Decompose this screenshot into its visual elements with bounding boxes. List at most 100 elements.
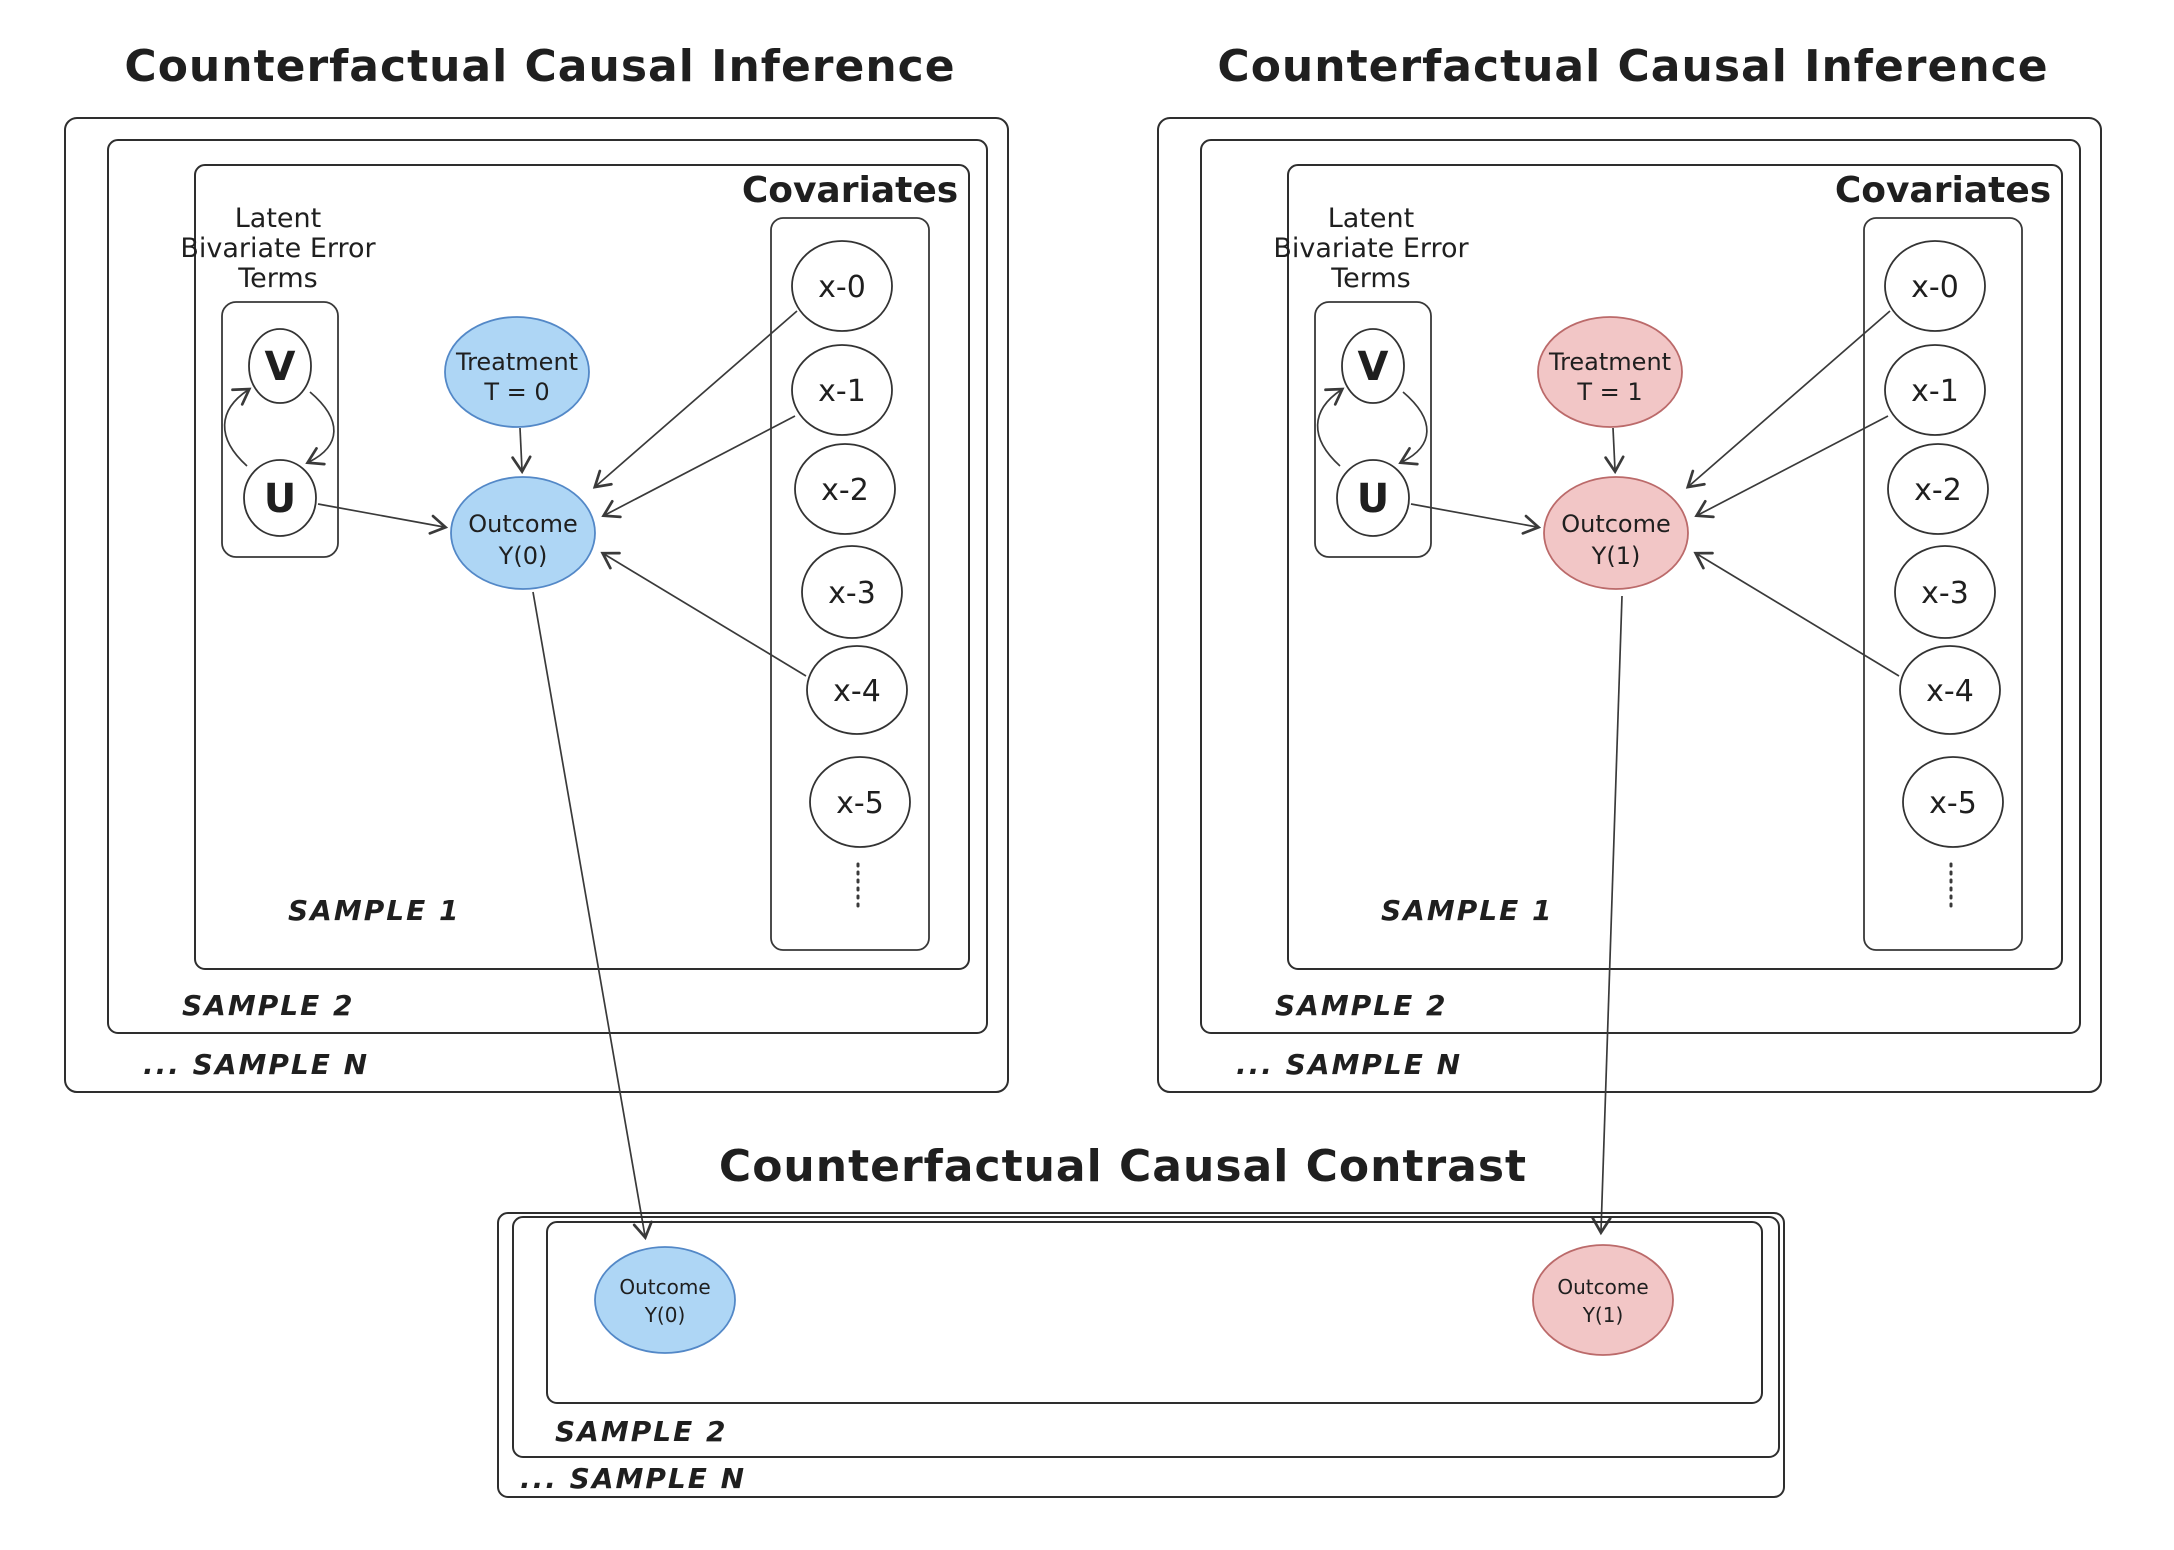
covariates-box: [770, 217, 930, 951]
error-node-v: [1341, 328, 1405, 404]
error-node-u: [1336, 459, 1410, 537]
edge-x4-to-outcome: [1693, 551, 1900, 677]
covariate-node: [1899, 645, 2001, 735]
sample-2-box: [1200, 139, 2081, 1034]
outcome-label-line1: Outcome: [1561, 510, 1671, 538]
treatment-label-line2: T = 0: [483, 378, 549, 406]
latent-label-line2: Bivariate Error: [180, 233, 376, 264]
sample-n-label: ... SAMPLE N: [143, 1048, 369, 1081]
error-node-u-label: U: [264, 476, 296, 522]
latent-label-line3: Terms: [237, 263, 318, 294]
covariate-node: [1894, 545, 1996, 639]
error-node-u-label: U: [1357, 476, 1389, 522]
sample-n-box: [64, 117, 1009, 1093]
panel-treatment-0: Counterfactual Causal Inference SAMPLE 1…: [64, 41, 1009, 1093]
covariate-node: [801, 545, 903, 639]
edge-u-to-v: [1316, 387, 1345, 467]
covariate-node: [809, 756, 911, 848]
covariate-label: x-4: [1926, 674, 1974, 709]
edge-v-to-u: [1398, 391, 1428, 466]
covariate-label: x-4: [833, 674, 881, 709]
covariate-node: [1884, 240, 1986, 332]
edge-u-to-outcome: [1410, 503, 1542, 535]
treatment-node: [1537, 316, 1683, 428]
edge-u-to-outcome: [317, 503, 449, 535]
contrast-outcome-1-line2: Y(1): [1582, 1303, 1624, 1327]
edge-treatment-to-outcome: [1604, 427, 1625, 475]
covariate-node: [794, 443, 896, 535]
covariate-node: [791, 344, 893, 436]
sample-1-label: SAMPLE 1: [1381, 894, 1553, 927]
covariate-label: x-3: [1921, 576, 1969, 611]
sample-n-label: ... SAMPLE N: [520, 1462, 746, 1495]
sample-1-box: [546, 1221, 1763, 1404]
sample-n-box: [1157, 117, 2102, 1093]
outcome-node: [1543, 476, 1689, 590]
sample-n-box: [497, 1212, 1785, 1498]
edge-treatment-to-outcome: [511, 427, 532, 475]
error-node-v: [248, 328, 312, 404]
covariates-box: [1863, 217, 2023, 951]
sample-1-label: SAMPLE 1: [288, 894, 460, 927]
outcome-label-line1: Outcome: [468, 510, 578, 538]
error-node-v-label: V: [1358, 344, 1389, 390]
treatment-label-line1: Treatment: [1548, 348, 1671, 376]
edge-x1-to-outcome: [601, 415, 796, 519]
covariate-node: [1884, 344, 1986, 436]
outcome-label-line2: Y(0): [498, 542, 548, 570]
contrast-outcome-1-line1: Outcome: [1557, 1275, 1648, 1299]
treatment-label-line2: T = 1: [1576, 378, 1642, 406]
covariate-node: [1902, 756, 2004, 848]
sample-1-box: [1287, 164, 2063, 970]
edge-outcome0-to-contrast: [532, 591, 653, 1241]
error-node-v-label: V: [265, 344, 296, 390]
covariate-label: x-1: [1911, 374, 1959, 409]
sample-2-box: [107, 139, 988, 1034]
covariate-label: x-0: [1911, 270, 1959, 305]
covariate-label: x-5: [836, 786, 884, 821]
contrast-outcome-0-line1: Outcome: [619, 1275, 710, 1299]
covariate-label: x-3: [828, 576, 876, 611]
covariates-title: Covariates: [1835, 170, 2051, 211]
edge-x1-to-outcome: [1694, 415, 1889, 519]
contrast-title: Counterfactual Causal Contrast: [719, 1141, 1527, 1192]
latent-label-line3: Terms: [1330, 263, 1411, 294]
error-terms-box: [1314, 301, 1432, 558]
edge-x4-to-outcome: [600, 551, 807, 677]
edge-outcome1-to-contrast: [1591, 595, 1623, 1236]
covariate-label: x-5: [1929, 786, 1977, 821]
sample-1-box: [194, 164, 970, 970]
outcome-node: [450, 476, 596, 590]
edge-x0-to-outcome: [592, 310, 798, 489]
sample-2-label: SAMPLE 2: [182, 989, 354, 1022]
sample-2-box: [512, 1216, 1780, 1458]
covariate-label: x-1: [818, 374, 866, 409]
panel-title: Counterfactual Causal Inference: [124, 41, 955, 92]
treatment-node: [444, 316, 590, 428]
outcome-label-line2: Y(1): [1591, 542, 1641, 570]
latent-label-line1: Latent: [1328, 203, 1414, 234]
edge-v-to-u: [305, 391, 335, 466]
covariate-label: x-2: [1914, 473, 1962, 508]
edge-u-to-v: [223, 387, 252, 467]
covariate-label: x-0: [818, 270, 866, 305]
covariates-title: Covariates: [742, 170, 958, 211]
treatment-label-line1: Treatment: [455, 348, 578, 376]
panel-contrast: Counterfactual Causal Contrast Outcome Y…: [497, 1141, 1785, 1498]
sample-2-label: SAMPLE 2: [555, 1415, 727, 1448]
edge-x0-to-outcome: [1685, 310, 1891, 489]
contrast-outcome-1: [1532, 1244, 1674, 1356]
error-node-u: [243, 459, 317, 537]
covariate-node: [791, 240, 893, 332]
latent-label-line1: Latent: [235, 203, 321, 234]
sample-n-label: ... SAMPLE N: [1236, 1048, 1462, 1081]
error-terms-box: [221, 301, 339, 558]
latent-label-line2: Bivariate Error: [1273, 233, 1469, 264]
covariate-node: [806, 645, 908, 735]
contrast-outcome-0: [594, 1246, 736, 1354]
panel-treatment-1: Counterfactual Causal Inference SAMPLE 1…: [1157, 41, 2102, 1093]
panel-title: Counterfactual Causal Inference: [1217, 41, 2048, 92]
contrast-outcome-0-line2: Y(0): [644, 1303, 686, 1327]
